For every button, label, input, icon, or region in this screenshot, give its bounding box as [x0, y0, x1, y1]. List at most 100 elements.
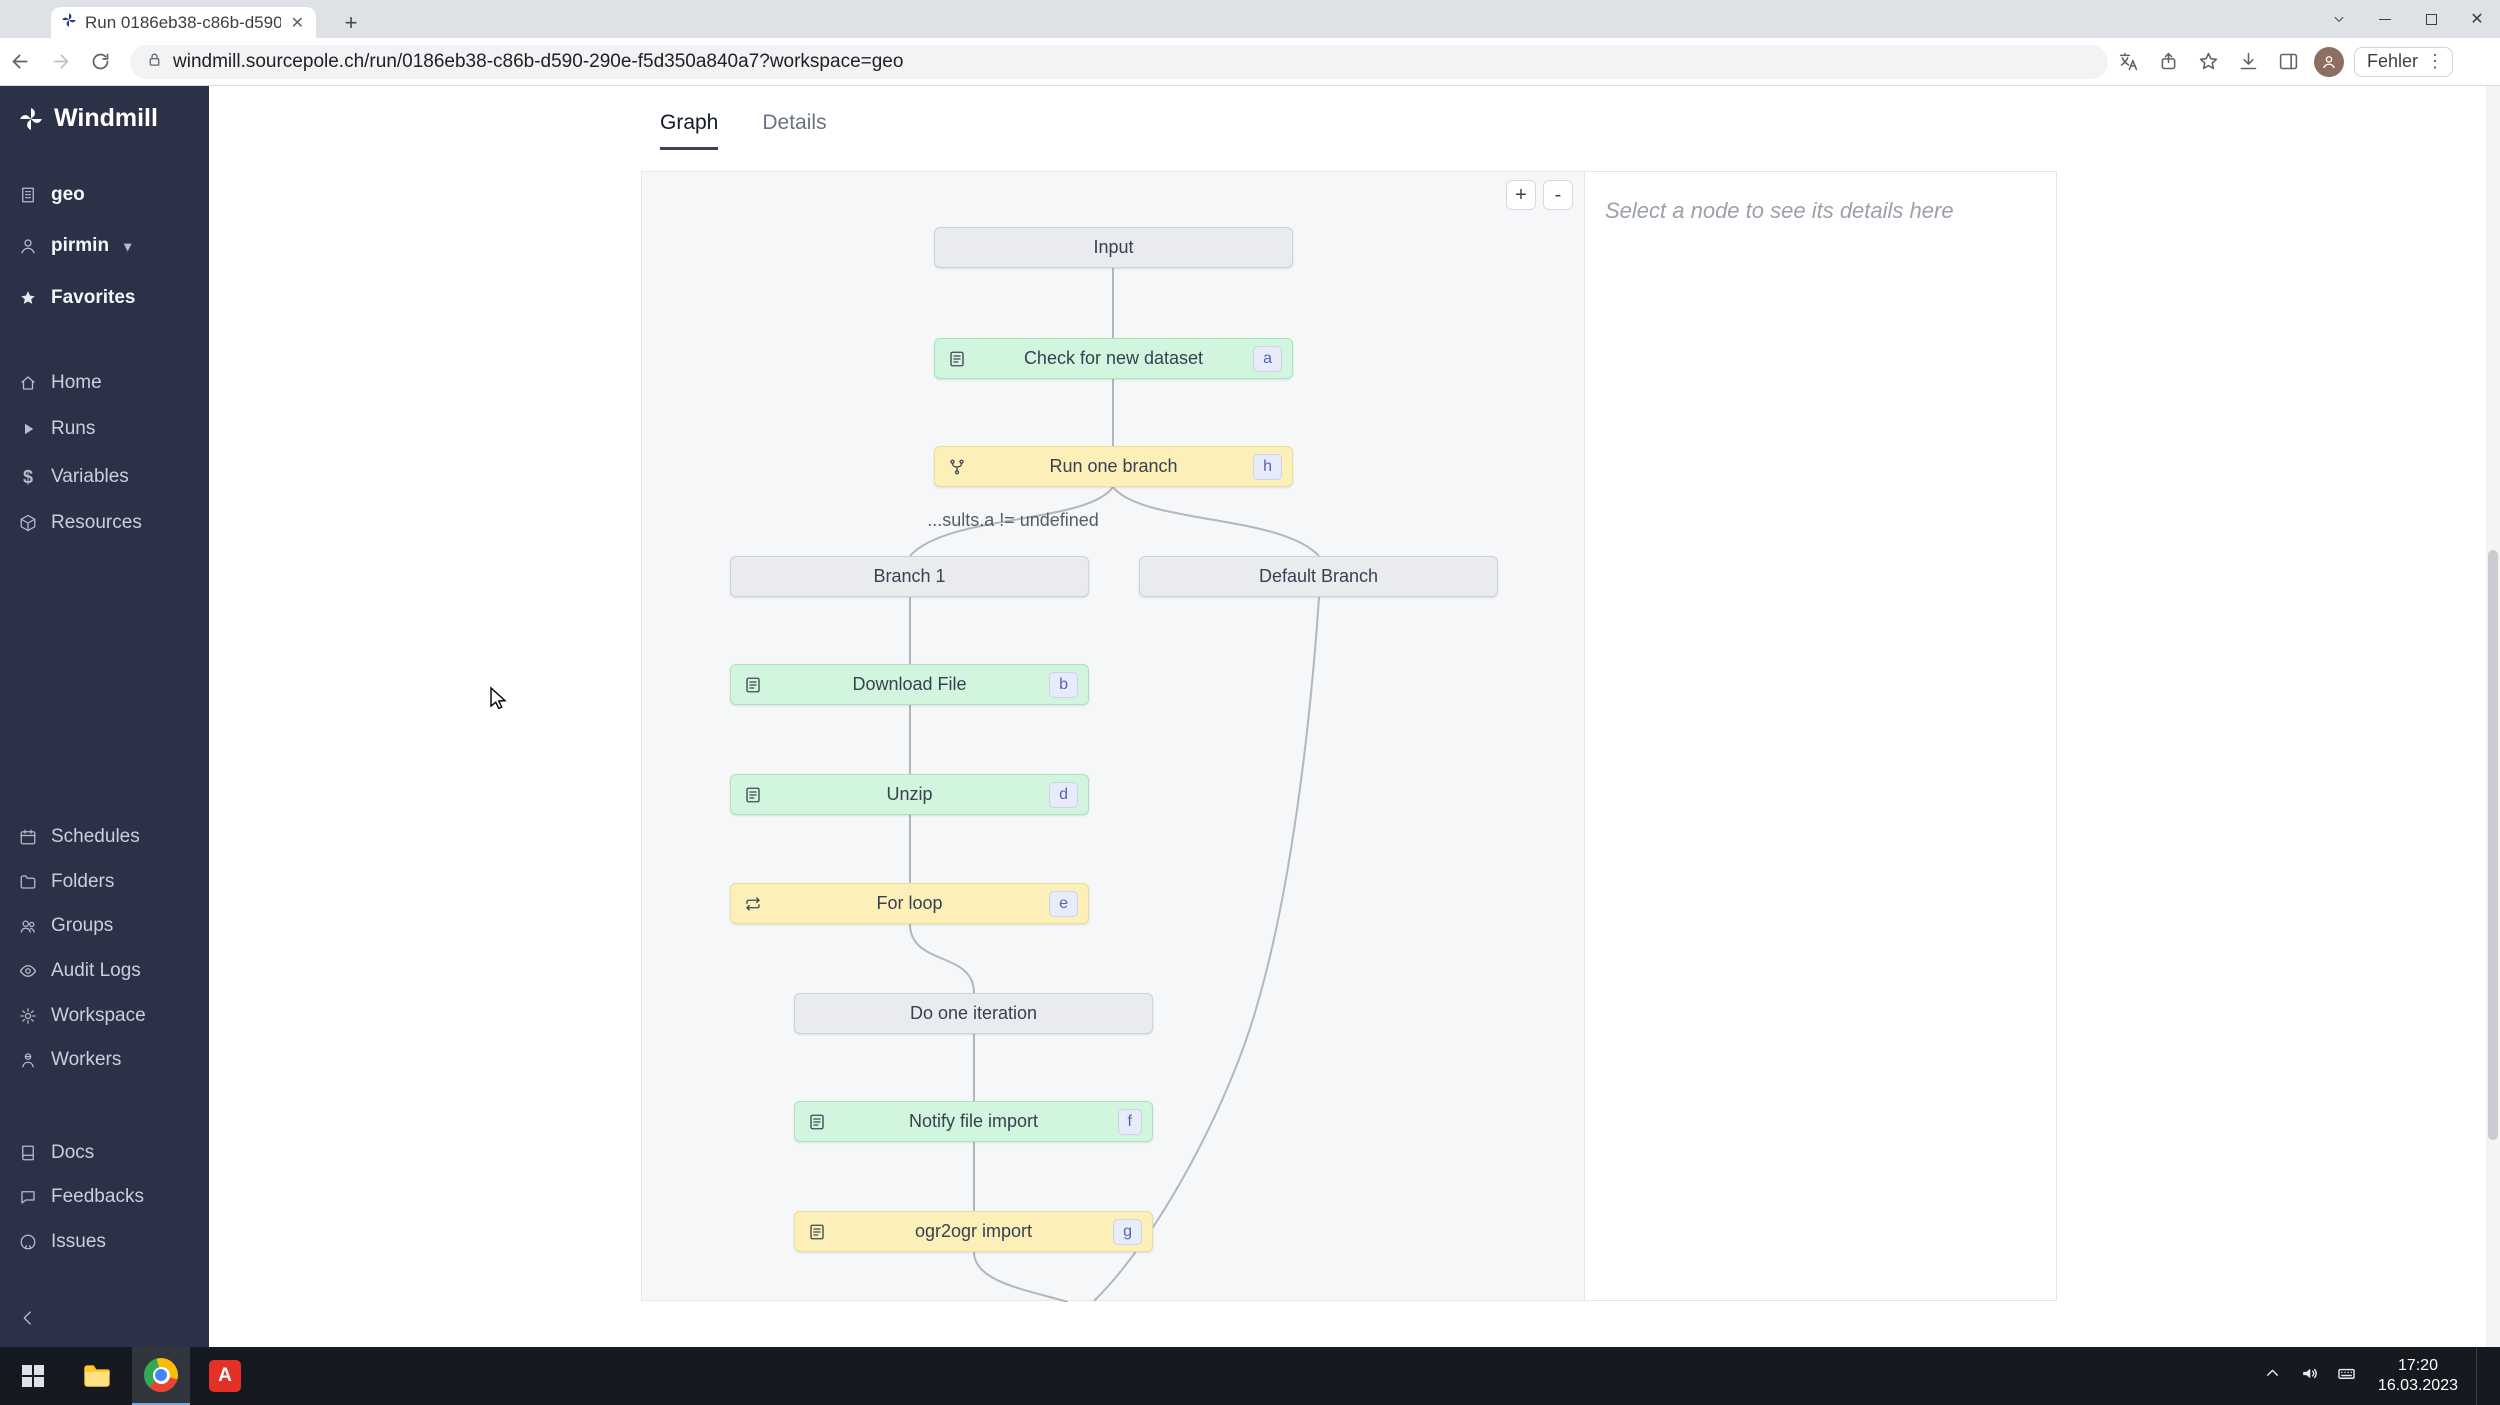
sidebar-item-workers[interactable]: Workers — [0, 1038, 209, 1082]
browser-tabstrip: Run 0186eb38-c86b-d590-290e- ✕ + ✕ — [0, 0, 2500, 38]
tab-details[interactable]: Details — [762, 111, 827, 134]
side-panel-icon[interactable] — [2268, 42, 2308, 82]
node-badge: e — [1049, 890, 1078, 917]
eye-icon — [18, 962, 38, 980]
tab-search-icon[interactable] — [2316, 0, 2362, 38]
sidebar-item-feedbacks[interactable]: Feedbacks — [0, 1175, 209, 1219]
windmill-page: Windmill geo pirmin ▾ Favorites Home — [0, 86, 2500, 1347]
system-tray: 17:20 16.03.2023 — [2263, 1347, 2500, 1405]
maximize-button[interactable] — [2408, 0, 2454, 38]
home-icon — [18, 374, 38, 392]
window-controls: ✕ — [2316, 0, 2500, 38]
file-explorer-button[interactable] — [68, 1347, 126, 1405]
back-icon[interactable] — [0, 42, 40, 82]
share-icon[interactable] — [2148, 42, 2188, 82]
sidebar-item-issues[interactable]: Issues — [0, 1220, 209, 1264]
chrome-icon — [144, 1358, 178, 1392]
error-chip-label: Fehler — [2367, 51, 2419, 71]
flow-node-download-file[interactable]: Download File b — [730, 664, 1089, 705]
flow-node-check-for-new-dataset[interactable]: Check for new dataset a — [934, 338, 1293, 379]
explorer-folder-icon — [84, 1365, 110, 1387]
zoom-in-button[interactable]: + — [1506, 180, 1536, 210]
chrome-taskbar-button[interactable] — [132, 1347, 190, 1405]
sidebar-item-groups[interactable]: Groups — [0, 904, 209, 948]
flow-node-input[interactable]: Input — [934, 227, 1293, 268]
node-label: For loop — [876, 893, 943, 913]
nav-label: Resources — [51, 512, 142, 533]
script-icon — [948, 350, 966, 368]
reload-icon[interactable] — [80, 42, 120, 82]
new-tab-button[interactable]: + — [344, 10, 358, 35]
chevron-down-icon: ▾ — [124, 237, 132, 254]
nav-label: Feedbacks — [51, 1186, 144, 1207]
keyboard-icon[interactable] — [2337, 1364, 2356, 1388]
details-placeholder: Select a node to see its details here — [1605, 198, 1954, 223]
show-desktop-button[interactable] — [2476, 1347, 2484, 1405]
browser-error-chip[interactable]: Fehler ⋮ — [2354, 46, 2454, 77]
flow-node-branch-1[interactable]: Branch 1 — [730, 556, 1089, 597]
node-label: Do one iteration — [909, 1003, 1038, 1023]
lock-icon — [146, 51, 163, 73]
sidebar-item-home[interactable]: Home — [0, 361, 209, 405]
menu-kebab-icon[interactable]: ⋮ — [2426, 51, 2445, 71]
sidebar-item-workspace-geo[interactable]: geo — [0, 173, 209, 217]
flow-graph-canvas[interactable]: Input Check for new dataset a Run one br… — [641, 171, 1585, 1302]
node-label: Check for new dataset — [1023, 348, 1204, 368]
sidebar-item-favorites[interactable]: Favorites — [0, 276, 209, 320]
scrollbar-track[interactable] — [2486, 86, 2500, 1347]
node-badge: d — [1049, 781, 1078, 808]
taskbar-clock[interactable]: 17:20 16.03.2023 — [2374, 1356, 2458, 1396]
nav-label: Workers — [51, 1049, 122, 1070]
node-details-panel: Select a node to see its details here — [1585, 171, 2057, 1301]
start-button[interactable] — [4, 1347, 62, 1405]
brand-name: Windmill — [54, 104, 158, 132]
minimize-button[interactable] — [2362, 0, 2408, 38]
zoom-out-button[interactable]: - — [1543, 180, 1573, 210]
tray-chevron-icon[interactable] — [2263, 1364, 2282, 1388]
sidebar-collapse-button[interactable] — [0, 1296, 209, 1340]
profile-avatar[interactable] — [2314, 46, 2344, 77]
bookmark-star-icon[interactable] — [2188, 42, 2228, 82]
sidebar-item-runs[interactable]: Runs — [0, 407, 209, 451]
flow-node-for-loop[interactable]: For loop e — [730, 883, 1089, 924]
sidebar-item-resources[interactable]: Resources — [0, 501, 209, 545]
gear-icon — [18, 1007, 38, 1025]
browser-tab[interactable]: Run 0186eb38-c86b-d590-290e- ✕ — [51, 7, 316, 38]
forward-icon[interactable] — [40, 42, 80, 82]
people-icon — [18, 917, 38, 935]
branch-condition-label: ...sults.a != undefined — [927, 510, 1099, 530]
flow-node-do-one-iteration[interactable]: Do one iteration — [794, 993, 1153, 1034]
sidebar-item-folders[interactable]: Folders — [0, 860, 209, 904]
nav-label: Schedules — [51, 826, 140, 847]
sidebar-item-workspace-settings[interactable]: Workspace — [0, 994, 209, 1038]
sidebar-item-audit-logs[interactable]: Audit Logs — [0, 949, 209, 993]
windmill-favicon — [61, 12, 77, 33]
volume-icon[interactable] — [2300, 1364, 2319, 1388]
node-badge: b — [1049, 671, 1078, 698]
flow-node-notify-file-import[interactable]: Notify file import f — [794, 1101, 1153, 1142]
address-bar[interactable]: windmill.sourcepole.ch/run/0186eb38-c86b… — [130, 44, 2108, 79]
tab-close-icon[interactable]: ✕ — [290, 14, 304, 32]
scrollbar-thumb[interactable] — [2488, 550, 2498, 1140]
browser-toolbar: windmill.sourcepole.ch/run/0186eb38-c86b… — [0, 38, 2500, 86]
nav-label: Home — [51, 372, 102, 393]
flow-node-run-one-branch[interactable]: Run one branch h — [934, 446, 1293, 487]
acrobat-taskbar-button[interactable]: A — [196, 1347, 254, 1405]
nav-label: Groups — [51, 915, 114, 936]
flow-node-default-branch[interactable]: Default Branch — [1139, 556, 1498, 597]
flow-node-ogr2ogr-import[interactable]: ogr2ogr import g — [794, 1211, 1153, 1252]
nav-label: Variables — [51, 466, 129, 487]
sidebar-item-docs[interactable]: Docs — [0, 1131, 209, 1175]
translate-icon[interactable] — [2108, 42, 2148, 82]
sidebar-item-user[interactable]: pirmin ▾ — [0, 224, 209, 268]
flow-node-unzip[interactable]: Unzip d — [730, 774, 1089, 815]
nav-label: Issues — [51, 1231, 106, 1252]
tab-graph[interactable]: Graph — [660, 111, 719, 150]
download-icon[interactable] — [2228, 42, 2268, 82]
sidebar-item-schedules[interactable]: Schedules — [0, 815, 209, 859]
user-label: pirmin — [51, 235, 110, 256]
windmill-logo[interactable]: Windmill — [18, 104, 158, 133]
close-button[interactable]: ✕ — [2470, 11, 2484, 28]
sidebar-item-variables[interactable]: $ Variables — [0, 455, 209, 499]
node-label: Branch 1 — [873, 566, 946, 586]
